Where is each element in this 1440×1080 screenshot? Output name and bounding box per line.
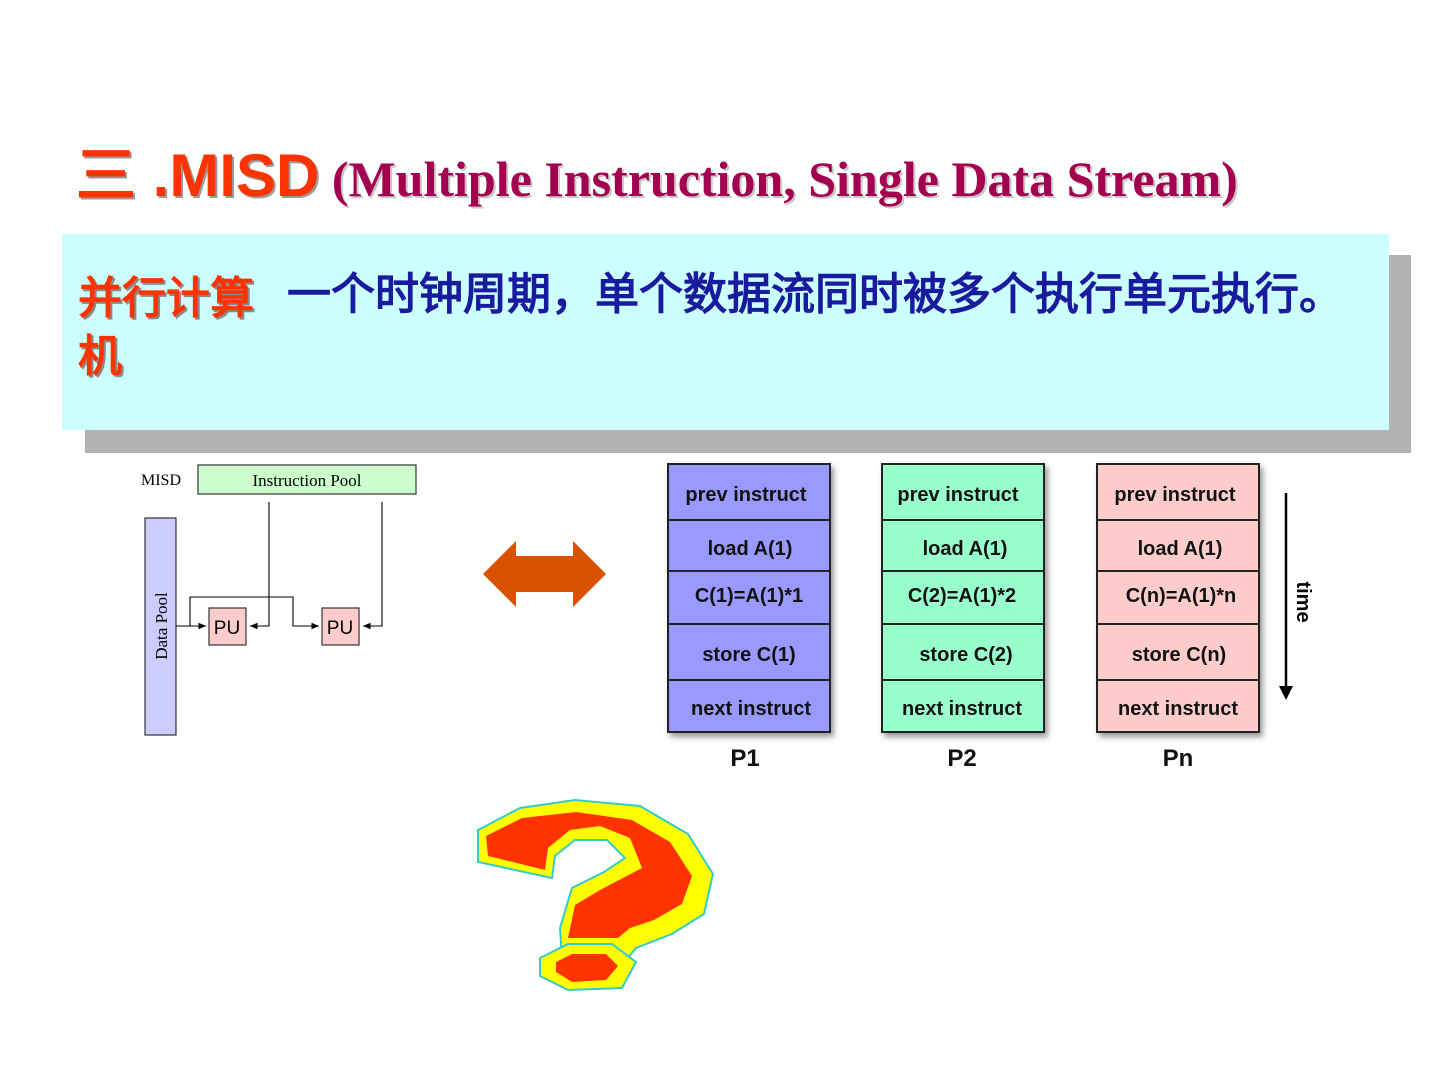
p1-step-4: store C(1) [702, 644, 795, 666]
definition-text: 一个时钟周期，单个数据流同时被多个执行单元执行。 [287, 269, 1343, 320]
p2-step-2: load A(1) [923, 538, 1008, 560]
data-pool-label: Data Pool [152, 592, 171, 660]
pu-box-2 [321, 607, 360, 646]
processor-name-pn: Pn [1163, 745, 1194, 772]
misd-connectors [176, 502, 383, 630]
pn-step-1: prev instruct [1114, 484, 1235, 506]
title-subtitle: (Multiple Instruction, Single Data Strea… [319, 151, 1238, 207]
pu-label-2: PU [327, 618, 353, 639]
time-arrow: time [1279, 493, 1314, 700]
processor-pn [1096, 463, 1260, 733]
parallel-computer-label: 并行计算机 [78, 273, 254, 382]
processor-p2 [881, 463, 1045, 733]
instruction-pool-box [197, 464, 417, 495]
slide-title: 三 .MISD (Multiple Instruction, Single Da… [76, 138, 1376, 238]
p2-step-5: next instruct [902, 698, 1022, 720]
pu-box-1 [208, 607, 247, 646]
pn-step-4: store C(n) [1132, 644, 1226, 666]
processor-name-p1: P1 [730, 745, 759, 772]
p1-step-2: load A(1) [708, 538, 793, 560]
question-mark-icon [477, 798, 715, 992]
time-label: time [1292, 581, 1314, 622]
p1-step-3: C(1)=A(1)*1 [695, 585, 803, 607]
pn-step-2: load A(1) [1138, 538, 1223, 560]
p2-step-1: prev instruct [897, 484, 1018, 506]
pn-step-5: next instruct [1118, 698, 1238, 720]
p2-step-3: C(2)=A(1)*2 [908, 585, 1016, 607]
misd-label: MISD [141, 472, 181, 489]
pu-label-1: PU [214, 618, 240, 639]
double-arrow-icon [483, 541, 606, 607]
processor-name-p2: P2 [947, 745, 976, 772]
misd-diagram: MISD Instruction Pool Data Pool PU PU [141, 464, 417, 736]
time-arrow-head-icon [1279, 686, 1293, 700]
p1-step-5: next instruct [691, 698, 811, 720]
processor-p1 [667, 463, 831, 733]
title-main: 三 .MISD [76, 142, 320, 209]
pn-step-3: C(n)=A(1)*n [1126, 585, 1237, 607]
instruction-pool-label: Instruction Pool [252, 471, 361, 490]
definition-box [62, 234, 1389, 430]
p2-step-4: store C(2) [919, 644, 1012, 666]
p1-step-1: prev instruct [685, 484, 806, 506]
